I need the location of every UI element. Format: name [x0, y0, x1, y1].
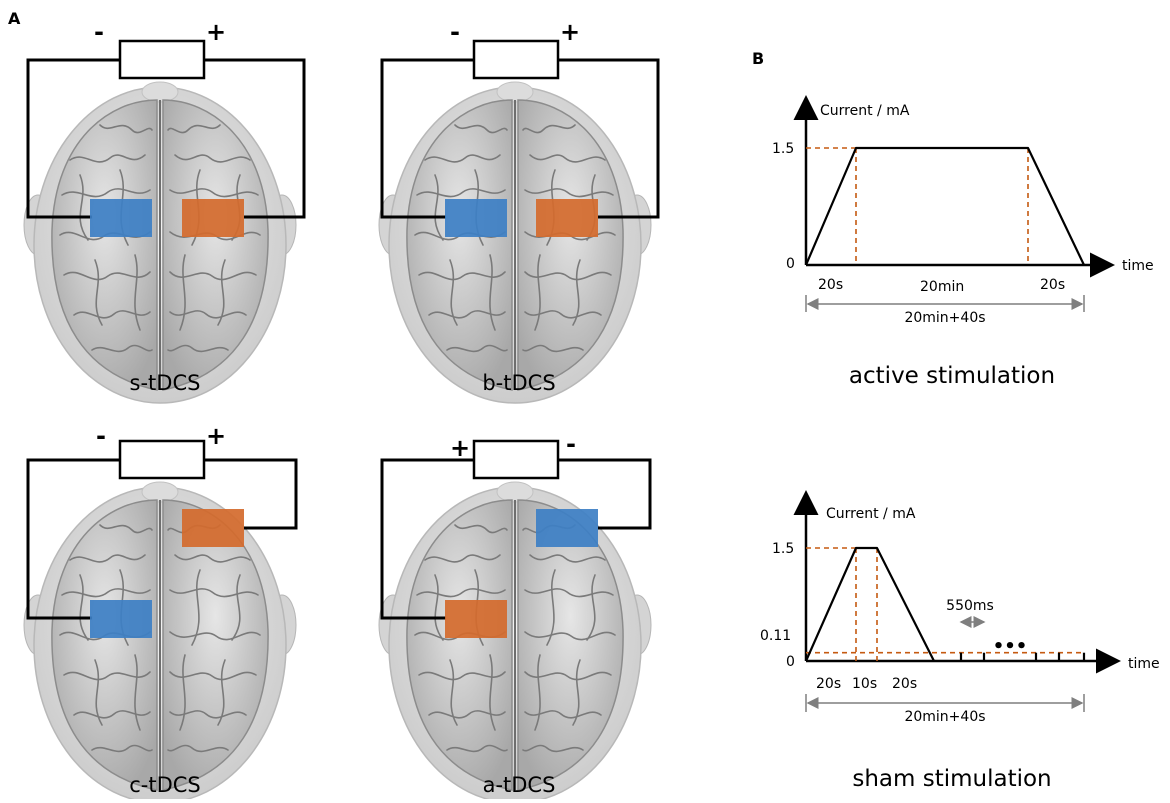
panel-b-letter: B	[752, 49, 764, 68]
wire-left	[380, 458, 474, 620]
interval-label: 550ms	[946, 598, 994, 614]
segment-label: 20s	[1040, 277, 1065, 293]
segment-label: 20s	[818, 277, 843, 293]
segment-label: 20s	[816, 676, 841, 692]
wire-left	[380, 58, 474, 219]
anode-electrode	[536, 199, 598, 237]
anode-electrode	[182, 509, 244, 547]
wire-right	[558, 58, 660, 219]
x-axis-label: time	[1128, 656, 1160, 672]
total-duration-label: 20min+40s	[904, 709, 985, 725]
diagram-a-tdcs: + - a-tDCS	[378, 430, 652, 803]
panel-a-letter: A	[8, 9, 21, 28]
polarity-left: +	[450, 434, 470, 462]
active-chart: Current / mA time 1.5 0 20s 20min 20s 20…	[772, 95, 1154, 389]
y-axis-label: Current / mA	[820, 103, 910, 119]
stimulator-box	[472, 39, 560, 80]
diagram-s-tdcs: - + s-tDCS	[23, 18, 306, 404]
polarity-right: -	[566, 430, 576, 458]
current-trace	[804, 146, 1085, 266]
diagram-caption: a-tDCS	[483, 773, 556, 797]
polarity-right: +	[560, 18, 580, 46]
total-duration-label: 20min+40s	[904, 310, 985, 326]
polarity-right: +	[206, 422, 226, 450]
pulse-train	[959, 652, 1086, 661]
cathode-electrode	[536, 509, 598, 547]
segment-label: 20s	[892, 676, 917, 692]
anode-electrode	[445, 600, 507, 638]
wire-left	[26, 58, 120, 219]
x-axis-label: time	[1122, 258, 1154, 274]
wire-left	[26, 458, 120, 620]
anode-electrode	[182, 199, 244, 237]
segment-label: 10s	[852, 676, 877, 692]
y-axis-label: Current / mA	[826, 506, 916, 522]
pulse-ellipsis: •••	[993, 636, 1028, 657]
diagram-b-tdcs: - + b-tDCS	[378, 18, 660, 404]
polarity-left: -	[94, 18, 104, 46]
diagram-caption: s-tDCS	[130, 371, 201, 395]
wire-right	[204, 458, 298, 530]
polarity-left: -	[450, 18, 460, 46]
y-tick-label: 0	[786, 256, 795, 272]
sham-chart: Current / mA time 1.5 0.11 0 ••• 550ms 2…	[760, 490, 1160, 792]
y-tick-label: 1.5	[772, 541, 794, 557]
stimulator-box	[118, 439, 206, 480]
cathode-electrode	[90, 199, 152, 237]
y-tick-label: 0	[786, 654, 795, 670]
y-tick-label: 1.5	[772, 141, 794, 157]
wire-right	[558, 458, 652, 530]
segment-label: 20min	[920, 279, 964, 295]
polarity-left: -	[96, 422, 106, 450]
diagram-c-tdcs: - + c-tDCS	[23, 422, 298, 803]
sham-caption: sham stimulation	[852, 766, 1051, 792]
stimulator-box	[472, 439, 560, 480]
stimulator-box	[118, 39, 206, 80]
active-caption: active stimulation	[849, 363, 1055, 389]
cathode-electrode	[90, 600, 152, 638]
diagram-caption: b-tDCS	[482, 371, 555, 395]
diagram-caption: c-tDCS	[129, 773, 201, 797]
current-trace	[804, 546, 935, 662]
y-tick-label: 0.11	[760, 628, 791, 644]
cathode-electrode	[445, 199, 507, 237]
polarity-right: +	[206, 18, 226, 46]
wire-right	[204, 58, 306, 219]
